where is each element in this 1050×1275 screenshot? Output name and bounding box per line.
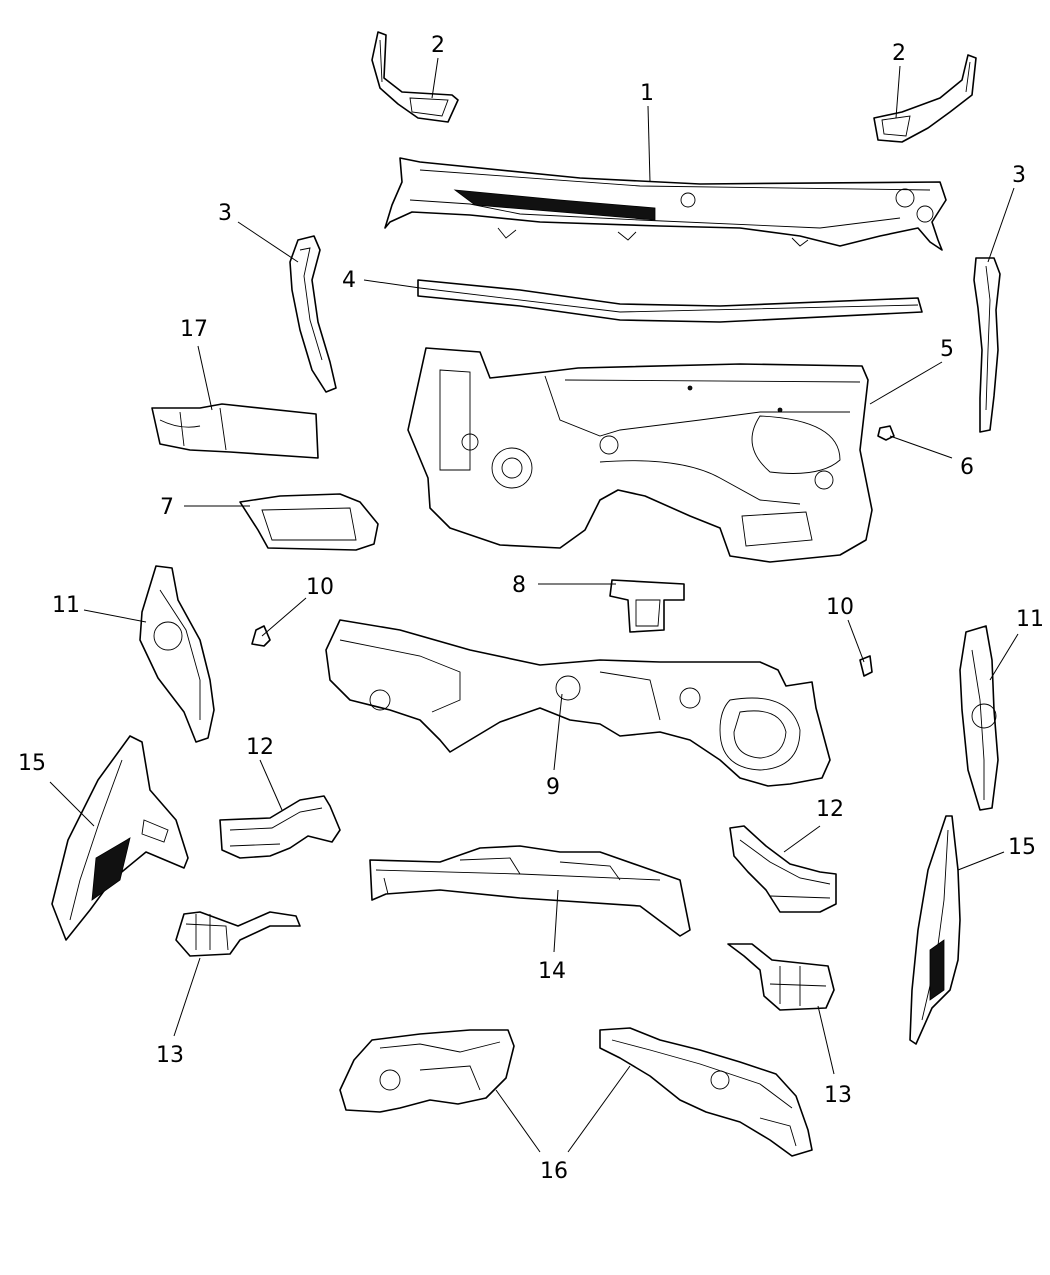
callout-15-left: 15 [18,751,46,776]
part-1-cowl-panel [384,157,947,251]
callout-13-left: 13 [156,1043,184,1068]
part-12-left-duct [219,795,341,859]
callout-4: 4 [342,268,356,293]
callout-2-right: 2 [892,41,906,66]
callout-3-left: 3 [218,201,232,226]
callout-12-right: 12 [816,797,844,822]
callout-10-left: 10 [306,575,334,600]
part-8-bracket [609,579,685,633]
part-16-left-apron [339,1029,515,1113]
part-15-right-liner [909,815,961,1045]
part-7-duct-frame [239,493,379,551]
part-2-left-bracket [371,31,459,123]
part-3-left-duct [289,235,337,393]
part-13-right-bracket [727,943,835,1011]
part-16-right-apron [599,1027,813,1157]
callout-17: 17 [180,317,208,342]
callout-7: 7 [160,495,174,520]
part-17-insulator-pad [151,403,319,459]
callout-9: 9 [546,775,560,800]
callout-3-right: 3 [1012,163,1026,188]
part-2-right-bracket [873,54,977,143]
callout-12-left: 12 [246,735,274,760]
callout-1: 1 [640,81,654,106]
callout-14: 14 [538,959,566,984]
callout-labels: 1 2 2 3 3 4 5 6 7 8 9 10 10 11 11 12 12 … [18,33,1044,1184]
part-10-left-clip [251,625,271,647]
callout-16: 16 [540,1159,568,1184]
callout-11-right: 11 [1016,607,1044,632]
part-11-right-insulator [959,625,999,811]
part-6-clip [877,425,895,441]
part-5-dash-panel [407,347,873,563]
part-4-seal-strip [417,279,923,323]
callout-11-left: 11 [52,593,80,618]
part-9-dash-silencer [325,619,831,787]
part-11-left-insulator [139,565,215,743]
leader-lines [49,57,1019,1153]
callout-5: 5 [940,337,954,362]
callout-2-left: 2 [431,33,445,58]
part-15-left-liner [51,735,189,941]
callout-6: 6 [960,455,974,480]
callout-15-right: 15 [1008,835,1036,860]
part-3-right-duct [973,257,1001,433]
part-12-right-duct [729,825,837,913]
callout-8: 8 [512,573,526,598]
callout-10-right: 10 [826,595,854,620]
callout-13-right: 13 [824,1083,852,1108]
part-13-left-bracket [175,911,301,957]
part-10-right-clip [859,655,873,677]
part-14-cross-member [369,845,691,937]
